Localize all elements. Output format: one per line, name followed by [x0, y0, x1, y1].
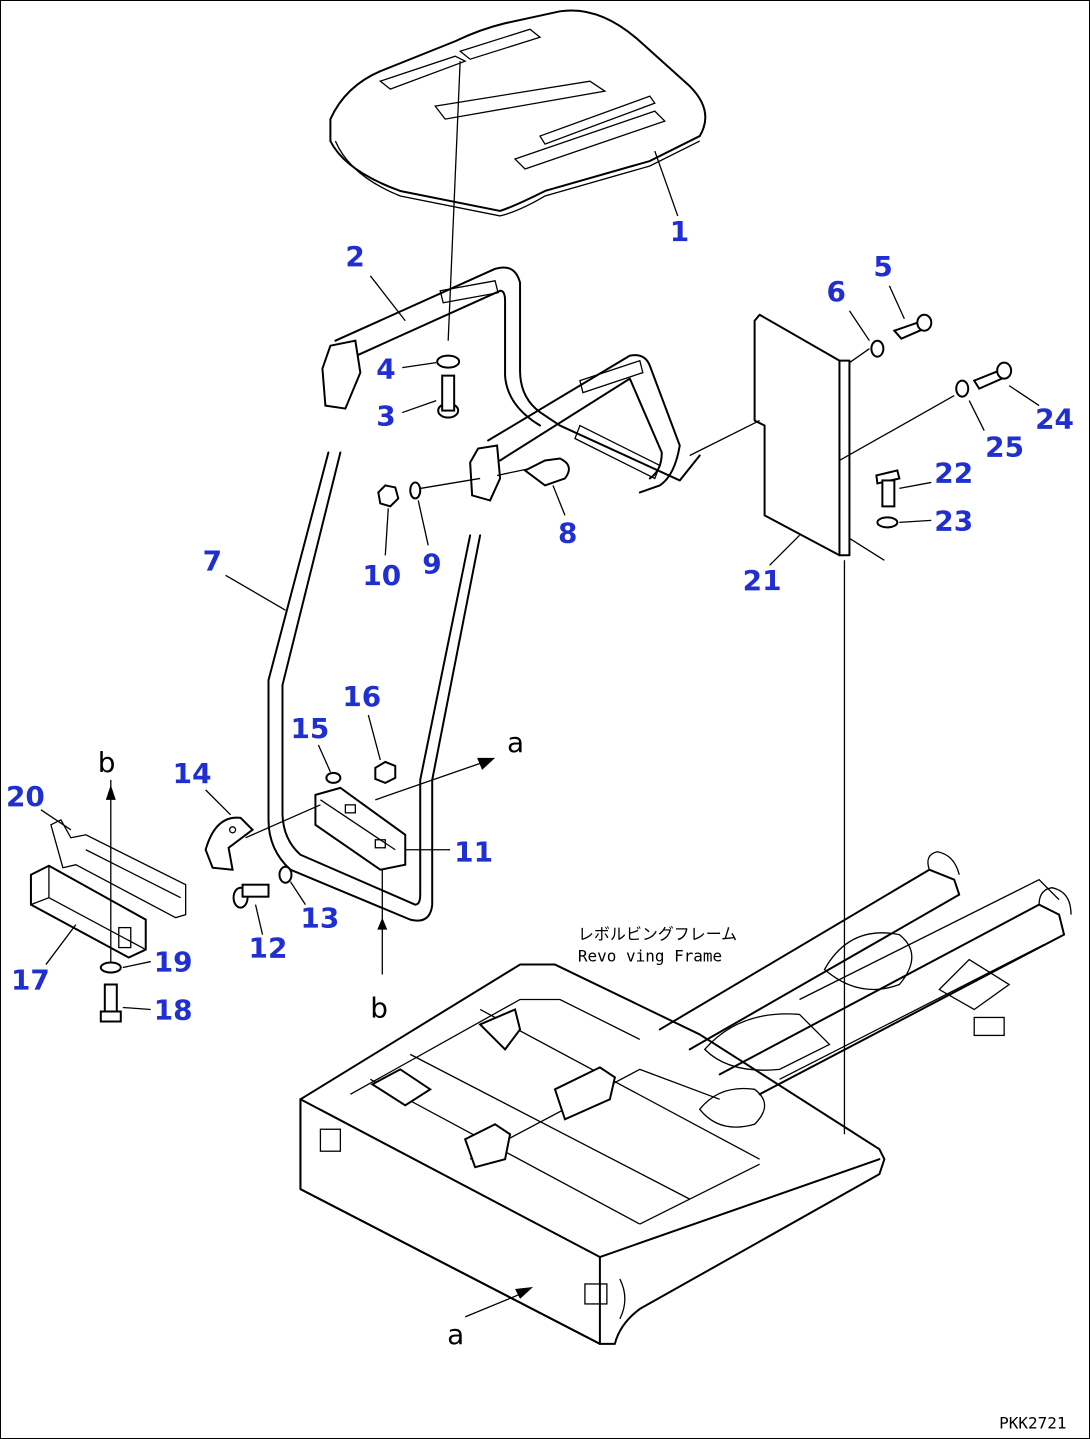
callout-20-leader	[40, 809, 72, 831]
upper-guard-frame	[321, 266, 701, 502]
bolt-24	[972, 361, 1013, 390]
washer-9	[409, 481, 422, 500]
callout-11: 11	[454, 836, 493, 869]
callout-17-leader	[45, 924, 77, 965]
callout-21: 21	[743, 564, 782, 597]
bolt-22	[875, 469, 901, 508]
frame-label-en: Revo ving Frame	[578, 947, 722, 966]
callout-14: 14	[173, 757, 212, 790]
nut-16	[374, 760, 397, 784]
callout-7-leader	[225, 574, 286, 611]
callout-2: 2	[345, 240, 364, 273]
view-arrow-b-upper	[105, 779, 116, 962]
bolt-12	[232, 883, 270, 909]
callout-19-leader	[122, 960, 151, 969]
callout-10: 10	[362, 559, 401, 592]
view-marker-a-upper: a	[507, 726, 524, 759]
frame-to-plate-leader	[689, 419, 760, 457]
callout-25-leader	[968, 400, 985, 431]
callout-13: 13	[300, 902, 339, 935]
callout-4: 4	[376, 353, 395, 386]
bolt-5	[892, 313, 933, 340]
washer-13	[278, 865, 293, 884]
bolt-3	[437, 374, 460, 419]
callout-10-leader	[384, 508, 389, 556]
callout-16-leader	[367, 714, 381, 761]
callout-14-leader	[205, 789, 232, 816]
callout-12-leader	[254, 904, 264, 935]
callout-20: 20	[6, 780, 45, 813]
callout-6: 6	[826, 275, 845, 308]
callout-1-leader	[654, 150, 679, 217]
callout-16: 16	[342, 680, 381, 713]
callout-3: 3	[376, 400, 395, 433]
callout-6-leader	[848, 310, 870, 342]
callout-18: 18	[154, 993, 193, 1026]
callout-5-leader	[888, 285, 905, 320]
callout-3-leader	[402, 399, 437, 414]
view-arrow-a-lower	[464, 1286, 534, 1318]
washer-23	[876, 516, 899, 529]
callout-15: 15	[290, 712, 329, 745]
view-marker-a-lower: a	[447, 1318, 464, 1351]
view-marker-b-upper: b	[98, 746, 116, 779]
callout-7: 7	[203, 544, 222, 577]
callout-12: 12	[249, 932, 288, 965]
drawing-code: PKK2721	[999, 1414, 1066, 1433]
nut-10	[377, 484, 400, 508]
clamp-14	[204, 816, 255, 871]
plate-leader-upper	[849, 348, 870, 364]
clamp-14-leader	[245, 804, 321, 839]
callout-22: 22	[934, 456, 973, 489]
callout-9-leader	[417, 500, 429, 546]
washer-9-leader	[420, 477, 481, 490]
callout-13-leader	[289, 881, 306, 906]
frame-label-jp: レボルビングフレーム	[578, 925, 737, 944]
bracket-11	[314, 786, 407, 871]
callout-18-leader	[122, 1006, 151, 1011]
block-17	[29, 864, 147, 959]
callout-24-leader	[1008, 385, 1040, 407]
callout-24: 24	[1035, 403, 1074, 436]
callout-19: 19	[154, 946, 193, 979]
washer-25-leader	[839, 395, 955, 462]
callout-17: 17	[11, 964, 50, 997]
washer-4	[436, 354, 461, 369]
view-arrow-a-upper	[375, 757, 496, 801]
canopy-roof	[329, 9, 707, 217]
hinge-pin-8	[496, 457, 570, 487]
washer-25	[955, 379, 970, 398]
callout-4-leader	[402, 362, 437, 369]
washer-6	[870, 339, 885, 358]
callout-9: 9	[422, 547, 441, 580]
washer-15	[325, 771, 342, 784]
channel-20	[50, 818, 187, 919]
roof-bolt-leader	[447, 61, 461, 341]
callout-5: 5	[873, 250, 892, 283]
view-marker-b-lower: b	[370, 991, 388, 1024]
callout-8-leader	[552, 485, 566, 516]
callout-25: 25	[985, 430, 1024, 463]
revolving-frame	[299, 851, 1072, 1345]
side-plate-21	[753, 313, 885, 561]
washer-19	[99, 961, 122, 974]
callout-2-leader	[369, 275, 406, 322]
view-arrow-b-lower	[377, 869, 388, 975]
callout-8: 8	[558, 516, 577, 549]
callout-15-leader	[317, 744, 331, 773]
callout-23-leader	[899, 519, 932, 524]
callout-22-leader	[899, 481, 932, 490]
bolt-18	[99, 983, 122, 1023]
callout-21-leader	[769, 534, 800, 566]
callout-23: 23	[934, 504, 973, 537]
callout-1: 1	[670, 215, 689, 248]
